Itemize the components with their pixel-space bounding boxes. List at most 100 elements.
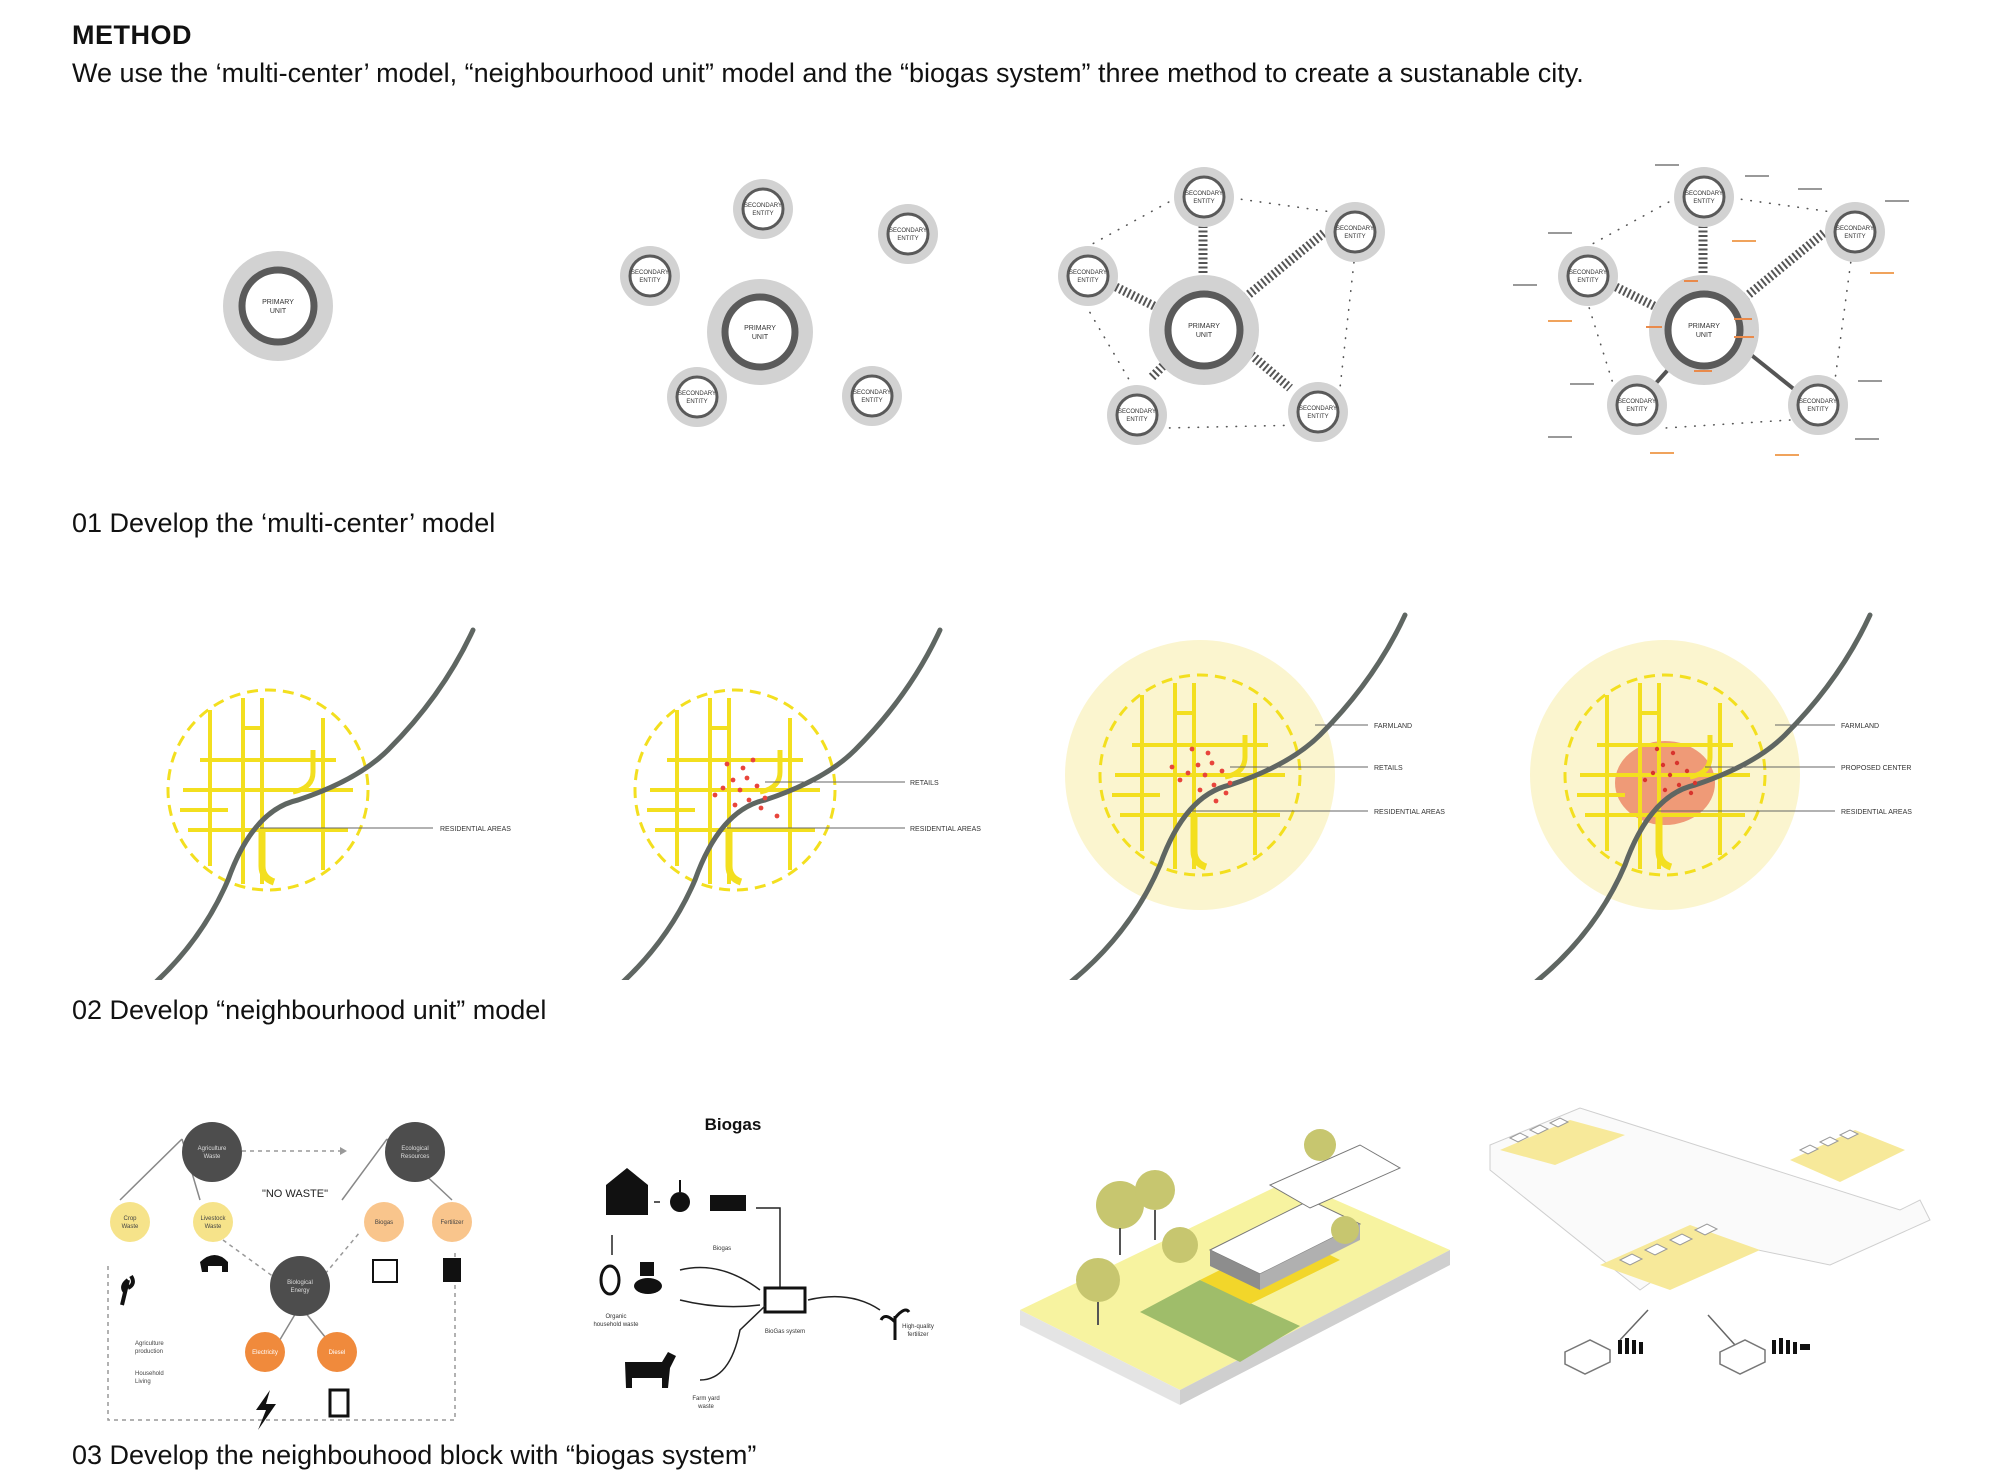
svg-text:ENTITY: ENTITY [1844,234,1865,240]
svg-text:Waste: Waste [122,1224,139,1230]
svg-text:fertilizer: fertilizer [907,1332,928,1338]
svg-text:SECONDARY: SECONDARY [631,270,669,276]
house-row-icons [1508,1117,1860,1266]
svg-text:UNIT: UNIT [752,334,769,341]
primary-label-2: UNIT [270,308,287,315]
svg-text:ENTITY: ENTITY [1344,234,1365,240]
svg-text:SECONDARY: SECONDARY [744,203,782,209]
svg-text:SECONDARY: SECONDARY [1069,270,1107,276]
svg-text:Biogas: Biogas [375,1220,393,1226]
house-icon-small [1564,1339,1611,1375]
toilet-icon [634,1262,662,1294]
svg-text:PRIMARY: PRIMARY [744,325,776,332]
fuel-pump-icon [328,1388,350,1418]
svg-text:ENTITY: ENTITY [861,398,882,404]
svg-text:ENTITY: ENTITY [639,278,660,284]
label-residential-4: RESIDENTIAL AREAS [1841,809,1912,816]
svg-text:ENTITY: ENTITY [1126,417,1147,423]
svg-text:Living: Living [135,1379,151,1385]
svg-text:PRIMARY: PRIMARY [1688,323,1720,330]
stage1-primary-unit: PRIMARY UNIT [223,251,333,361]
label-residential-2: RESIDENTIAL AREAS [910,826,981,833]
svg-text:SECONDARY: SECONDARY [1118,409,1156,415]
house-icon [606,1168,648,1215]
label-residential-3: RESIDENTIAL AREAS [1374,809,1445,816]
section2-caption: 02 Develop “neighbourhood unit” model [72,995,547,1025]
secondary-entity-node: SECONDARY ENTITY [667,367,727,427]
secondary-entity-node: SECONDARY ENTITY [620,246,680,306]
secondary-entity-node: SECONDARY ENTITY [842,366,902,426]
svg-text:SECONDARY: SECONDARY [1569,270,1607,276]
unit-stage4: FARMLAND PROPOSED CENTER RESIDENTIAL ARE… [1530,615,1912,980]
wheat-icon [120,1274,135,1306]
people-icon-2 [1772,1338,1810,1354]
svg-text:Organic: Organic [605,1314,626,1320]
lamp-icon [670,1180,690,1212]
unit-stage1: RESIDENTIAL AREAS [135,630,511,980]
apple-core-icon [599,1264,621,1296]
svg-text:Waste: Waste [204,1154,221,1160]
section1-caption: 01 Develop the ‘multi-center’ model [72,508,496,538]
svg-text:SECONDARY: SECONDARY [853,390,891,396]
svg-text:PRIMARY: PRIMARY [1188,323,1220,330]
people-icon-1 [1618,1338,1643,1354]
svg-text:Biological: Biological [287,1280,313,1286]
biogas-title: Biogas [705,1115,762,1134]
isometric-block [1020,1129,1450,1405]
svg-text:SECONDARY: SECONDARY [1299,406,1337,412]
tree-icons [1076,1129,1359,1302]
label-residential-1: RESIDENTIAL AREAS [440,826,511,833]
secondary-entity-node: SECONDARY ENTITY [1107,385,1167,445]
page-title: METHOD [72,20,192,50]
svg-text:ENTITY: ENTITY [1307,414,1328,420]
stove-icon [710,1195,746,1211]
svg-text:ENTITY: ENTITY [686,399,707,405]
svg-text:Biogas: Biogas [713,1246,731,1252]
intro-text: We use the ‘multi-center’ model, “neighb… [72,58,1584,88]
svg-text:household waste: household waste [593,1322,639,1328]
svg-text:Ecological: Ecological [401,1146,428,1152]
svg-text:production: production [135,1349,163,1355]
svg-text:SECONDARY: SECONDARY [678,391,716,397]
svg-text:Agriculture: Agriculture [135,1341,164,1347]
biogas-tank-icon [372,1259,398,1283]
svg-text:Energy: Energy [290,1288,309,1294]
svg-text:SECONDARY: SECONDARY [1618,399,1656,405]
pig-icon [200,1255,228,1272]
svg-text:SECONDARY: SECONDARY [889,228,927,234]
biogas-system-box [763,1286,807,1314]
svg-text:Resources: Resources [401,1154,430,1160]
no-waste-label: "NO WASTE" [262,1188,328,1200]
no-waste-cycle: Agriculture Waste Ecological Resources B… [107,1122,472,1430]
plant-icon [879,1308,911,1340]
secondary-entity-node: SECONDARY ENTITY [1288,382,1348,442]
svg-text:UNIT: UNIT [1196,332,1213,339]
stage3-network: PRIMARY UNIT SECONDARY ENTITY SECONDARY EN… [1058,167,1385,445]
svg-text:waste: waste [697,1404,714,1410]
svg-text:SECONDARY: SECONDARY [1799,399,1837,405]
svg-text:Farm yard: Farm yard [692,1396,719,1402]
primary-label-1: PRIMARY [262,299,294,306]
label-farmland-3: FARMLAND [1374,723,1412,730]
svg-text:ENTITY: ENTITY [1807,407,1828,413]
svg-text:UNIT: UNIT [1696,332,1713,339]
svg-text:ENTITY: ENTITY [897,236,918,242]
svg-text:Waste: Waste [205,1224,222,1230]
stage2-scattered: PRIMARY UNIT SECONDARY ENTITY SECONDARY EN… [620,179,938,427]
svg-text:SECONDARY: SECONDARY [1836,226,1874,232]
svg-text:Livestock: Livestock [200,1216,226,1222]
svg-text:ENTITY: ENTITY [1193,199,1214,205]
neighbourhood-unit-diagrams: RESIDENTIAL AREAS RETAILS RESIDENTIAL AR… [0,600,1912,980]
svg-text:Household: Household [135,1371,164,1377]
unit-stage3: FARMLAND RETAILS RESIDENTIAL AREAS [1065,615,1445,980]
svg-text:ENTITY: ENTITY [1693,199,1714,205]
label-retails-2: RETAILS [910,780,939,787]
unit-stage2: RETAILS RESIDENTIAL AREAS [602,630,981,980]
secondary-entity-node: SECONDARY ENTITY [1788,375,1848,435]
svg-text:High-quality: High-quality [902,1324,934,1330]
